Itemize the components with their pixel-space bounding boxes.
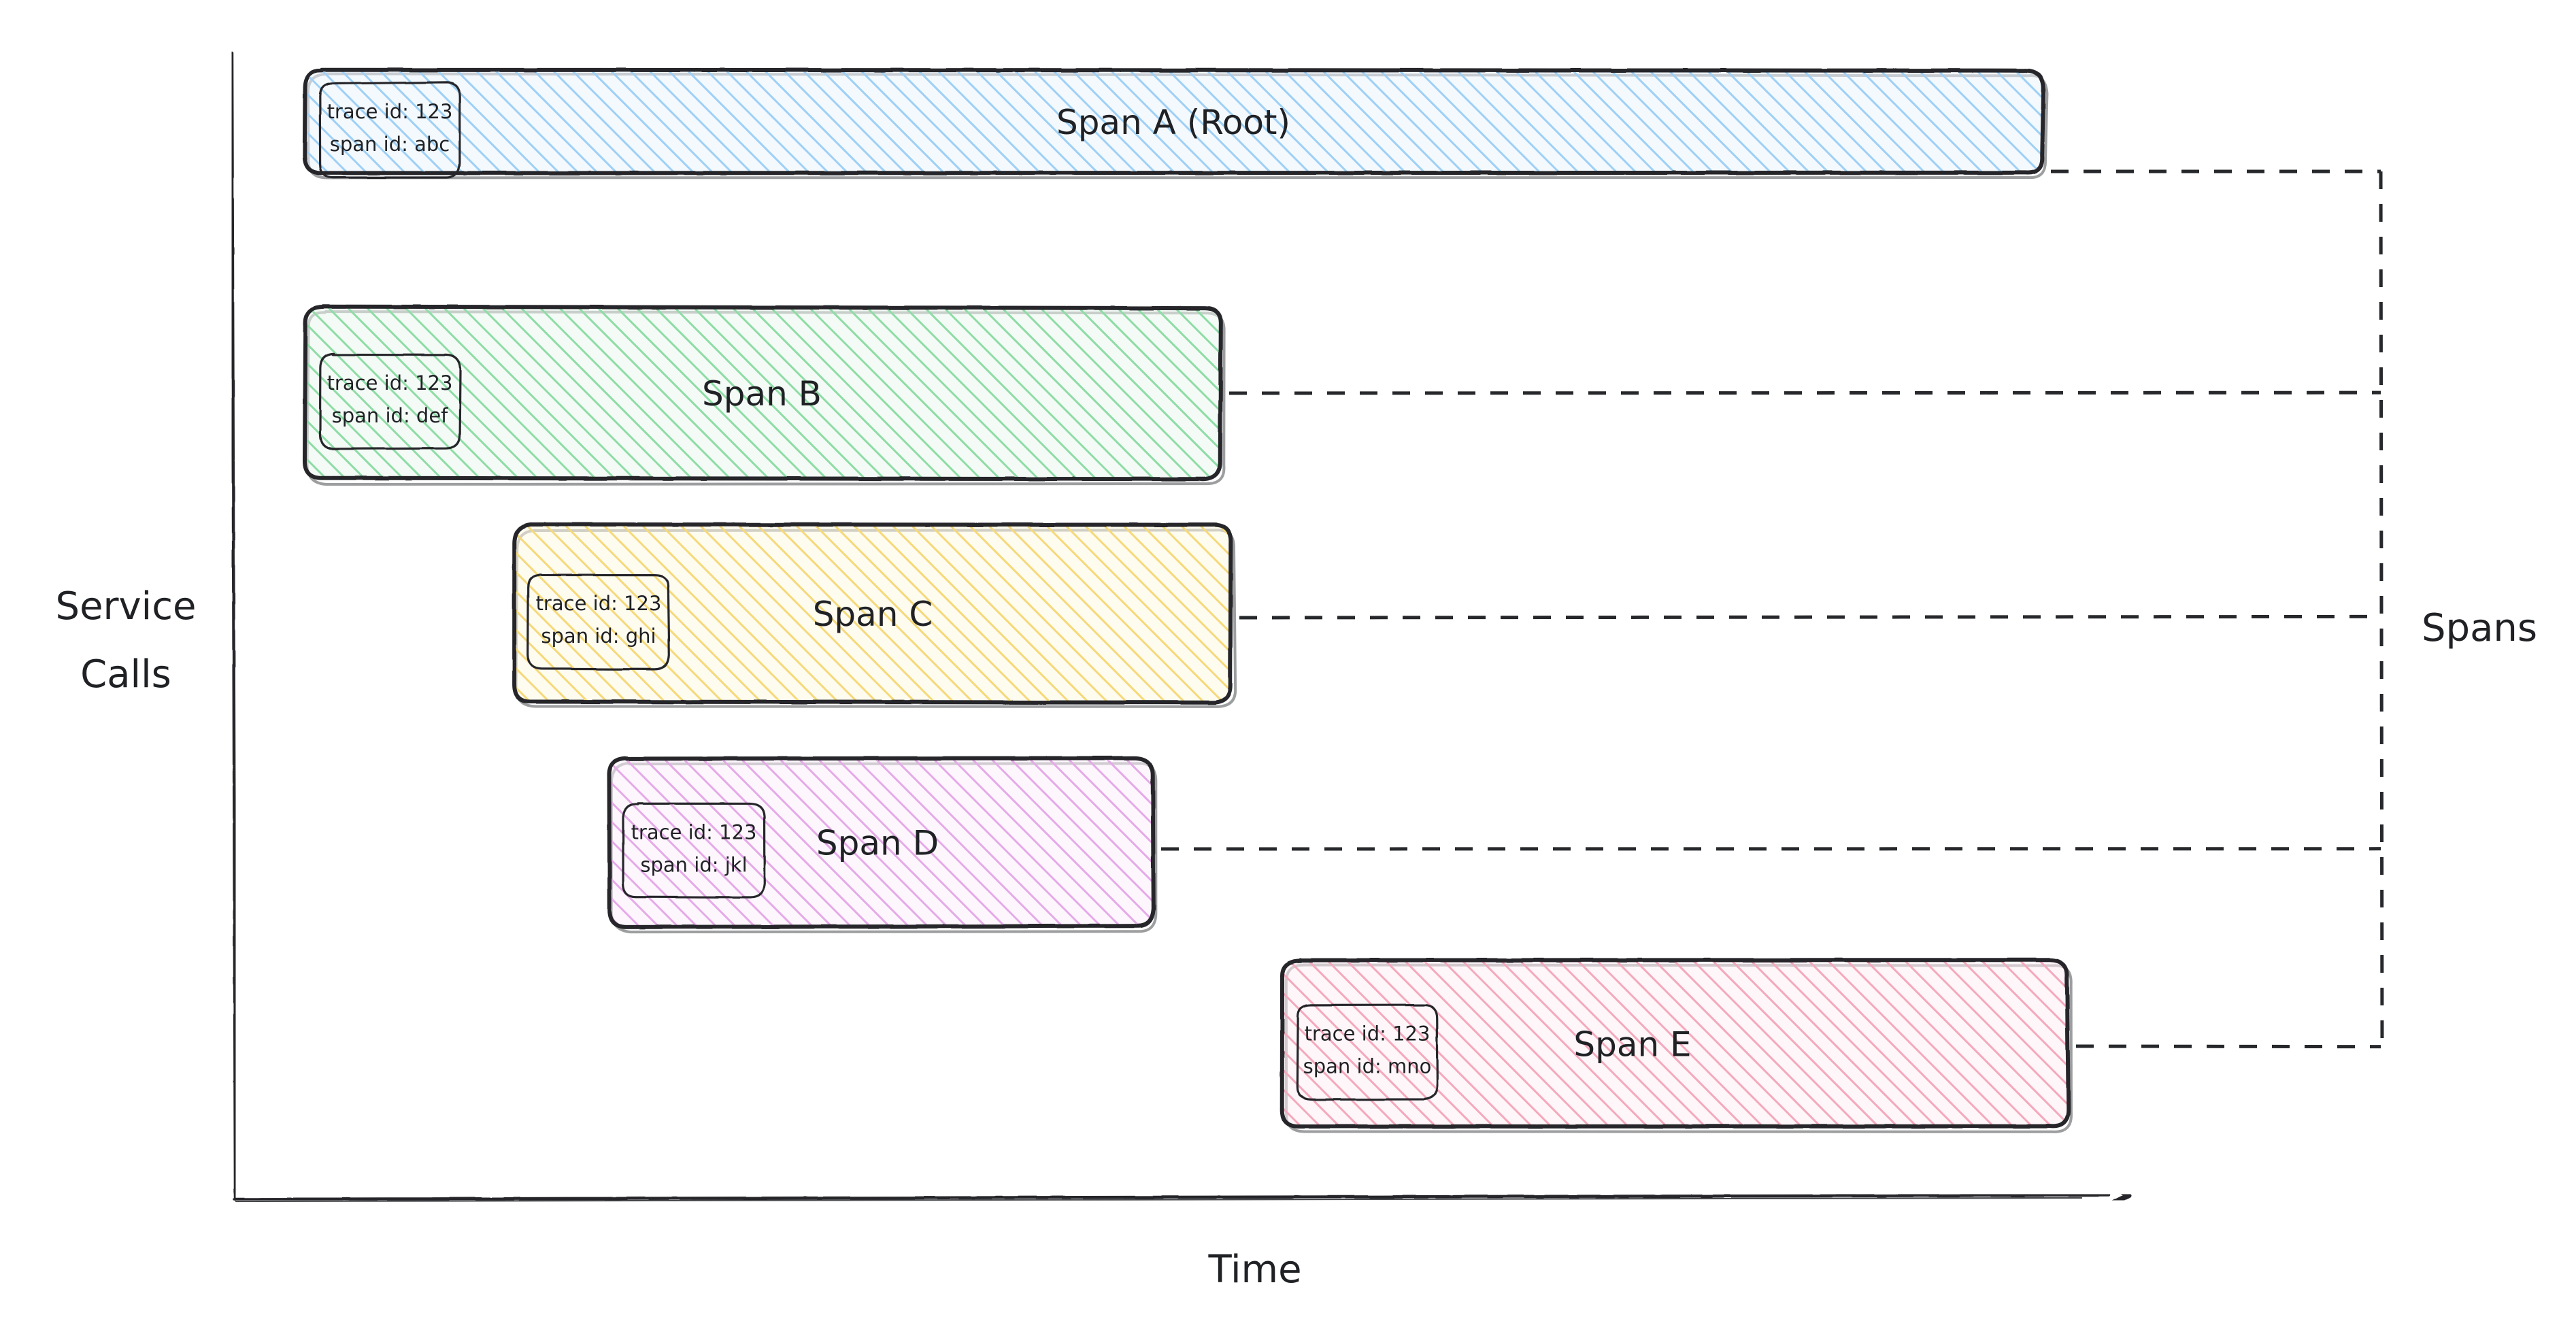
spans-bracket [1160, 169, 2384, 1049]
span-id-box-span-c [526, 573, 670, 671]
trace-id-label: trace id: 123 [536, 592, 662, 615]
span-bars-group [302, 67, 2073, 1133]
trace-id-label: trace id: 123 [327, 371, 453, 395]
bracket-label: Spans [2422, 606, 2537, 650]
span-title-span-b: Span B [702, 374, 822, 414]
span-id-label: span id: ghi [541, 624, 656, 648]
span-bar-outline [302, 67, 2046, 176]
span-id-label: span id: jkl [640, 854, 747, 877]
span-bar-span-d[interactable] [607, 756, 1158, 934]
diagram-text-layer: trace id: 123 span id: abc Span A (Root) tr… [56, 100, 2538, 1292]
span-id-box-span-d [622, 802, 766, 899]
span-connector-span-c [1239, 614, 2381, 620]
span-title-span-c: Span C [813, 595, 933, 634]
x-axis-label: Time [1207, 1248, 1301, 1292]
span-bar-span-a[interactable] [302, 67, 2049, 180]
trace-id-label: trace id: 123 [631, 821, 757, 844]
trace-id-label: trace id: 123 [1305, 1022, 1431, 1046]
span-bar-outline [1279, 958, 2071, 1129]
y-axis-label-line1: Service [56, 584, 197, 629]
span-bar-outline [512, 522, 1233, 705]
span-id-label: span id: mno [1303, 1055, 1432, 1078]
span-bar-outline [607, 756, 1156, 929]
trace-id-label: trace id: 123 [327, 100, 453, 123]
span-bar-span-b[interactable] [302, 304, 1226, 486]
span-bar-fill [1282, 960, 2069, 1127]
span-bar-span-e[interactable] [1279, 958, 2073, 1133]
span-title-span-e: Span E [1573, 1025, 1691, 1065]
span-bar-fill [514, 524, 1231, 703]
x-axis-line [233, 1195, 2109, 1199]
span-bar-outline [302, 304, 1223, 482]
span-id-box-span-b [318, 352, 462, 450]
span-bar-fill [609, 758, 1154, 927]
span-title-span-a: Span A (Root) [1056, 103, 1290, 142]
span-bar-fill [304, 306, 1221, 480]
bracket-vertical-line [2379, 171, 2384, 1047]
x-axis-line-ghost [235, 1197, 2083, 1203]
y-axis-line [230, 51, 237, 1201]
span-connector-span-e [2075, 1044, 2381, 1049]
y-axis-label-line2: Calls [80, 652, 171, 697]
span-title-span-d: Span D [816, 824, 939, 863]
axes-group [230, 51, 2109, 1203]
span-id-box-span-e [1296, 1003, 1439, 1101]
span-id-label: span id: def [332, 404, 449, 427]
span-bar-span-c[interactable] [512, 522, 1237, 708]
span-id-box-span-a [318, 81, 461, 179]
span-id-label: span id: abc [330, 133, 450, 156]
span-bar-fill [304, 69, 2044, 173]
